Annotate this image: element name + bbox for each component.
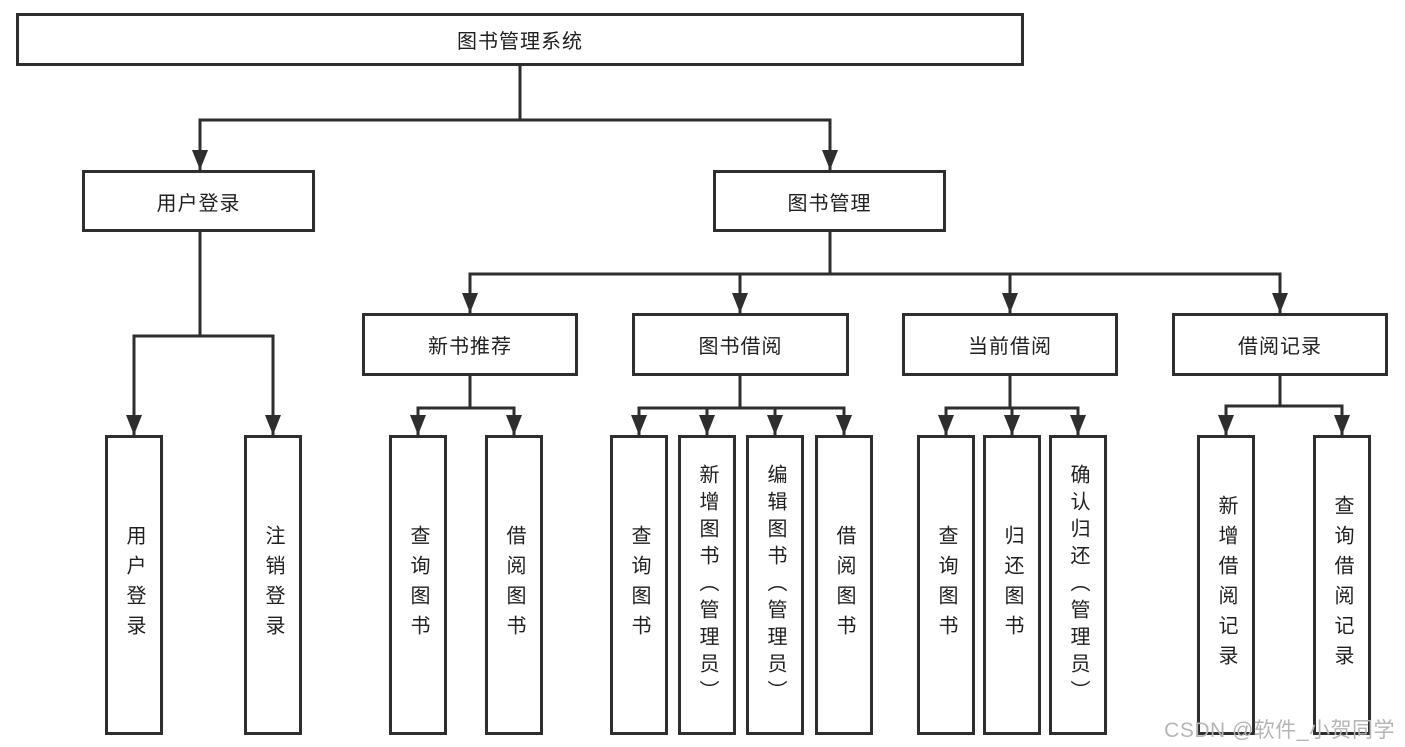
leaf-query-books-3-label: 查询图书 <box>935 525 957 645</box>
node-new-book-recommend: 新书推荐 <box>362 313 578 376</box>
leaf-query-books-label: 查询图书 <box>407 525 429 645</box>
csdn-watermark: CSDN @软件_小贺同学 <box>1164 719 1395 742</box>
leaf-borrow-books-2-label: 借阅图书 <box>833 525 855 645</box>
leaf-confirm-return-admin-label: 确认归还（管理员） <box>1067 463 1089 707</box>
leaf-add-book-admin-label: 新增图书（管理员） <box>696 463 718 707</box>
leaf-borrow-books-label: 借阅图书 <box>503 525 525 645</box>
node-book-borrowing: 图书借阅 <box>632 313 849 376</box>
leaf-edit-book-admin-label: 编辑图书（管理员） <box>764 463 786 707</box>
node-borrowing-records: 借阅记录 <box>1172 313 1388 376</box>
leaf-add-book-admin: 新增图书（管理员） <box>678 435 736 735</box>
leaf-logout-login: 注销登录 <box>244 435 302 735</box>
leaf-return-books-label: 归还图书 <box>1001 525 1023 645</box>
leaf-query-books-2: 查询图书 <box>610 435 668 735</box>
leaf-add-borrow-record-label: 新增借阅记录 <box>1215 495 1237 675</box>
node-book-management: 图书管理 <box>713 170 946 232</box>
leaf-query-books: 查询图书 <box>389 435 447 735</box>
node-current-borrowing: 当前借阅 <box>902 313 1118 376</box>
leaf-borrow-books: 借阅图书 <box>485 435 543 735</box>
leaf-query-books-2-label: 查询图书 <box>628 525 650 645</box>
leaf-return-books: 归还图书 <box>983 435 1041 735</box>
leaf-confirm-return-admin: 确认归还（管理员） <box>1049 435 1107 735</box>
leaf-add-borrow-record: 新增借阅记录 <box>1197 435 1255 735</box>
leaf-user-login-label: 用户登录 <box>123 525 145 645</box>
leaf-edit-book-admin: 编辑图书（管理员） <box>746 435 804 735</box>
leaf-query-borrow-record-label: 查询借阅记录 <box>1331 495 1353 675</box>
node-user-login: 用户登录 <box>82 170 315 232</box>
leaf-query-borrow-record: 查询借阅记录 <box>1313 435 1371 735</box>
node-book-management-system: 图书管理系统 <box>16 13 1024 66</box>
leaf-query-books-3: 查询图书 <box>917 435 975 735</box>
leaf-user-login: 用户登录 <box>105 435 163 735</box>
leaf-borrow-books-2: 借阅图书 <box>815 435 873 735</box>
leaf-logout-login-label: 注销登录 <box>262 525 284 645</box>
